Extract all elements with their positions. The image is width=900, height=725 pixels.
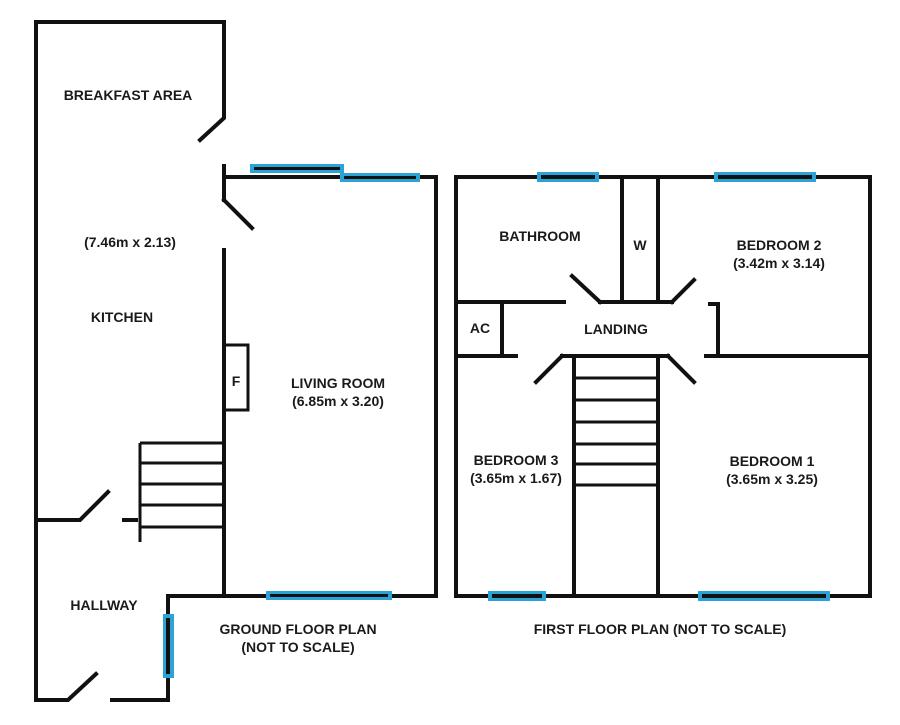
ground-floor-windows (163, 164, 420, 678)
living-room-dims: (6.85m x 3.20) (292, 393, 384, 409)
bedroom2-dims: (3.42m x 3.14) (733, 255, 825, 271)
first-floor-caption: FIRST FLOOR PLAN (NOT TO SCALE) (533, 621, 787, 637)
kitchen-outer-wall (34, 20, 226, 522)
landing-label: LANDING (584, 321, 648, 337)
bedroom1-door (665, 353, 697, 385)
bedroom2-door (669, 277, 697, 305)
living-room-label: LIVING ROOM (6.85m x 3.20) (291, 374, 385, 410)
kitchen-label: KITCHEN (90, 309, 154, 325)
fireplace-label: F (231, 373, 241, 389)
fireplace (222, 343, 250, 412)
bedroom3-label: BEDROOM 3 (3.65m x 1.67) (470, 451, 562, 487)
hallway-wall-left (34, 489, 111, 522)
ground-floor-stairs (138, 441, 224, 542)
hallway-label: HALLWAY (70, 597, 138, 613)
ground-floor-walls (34, 20, 438, 702)
ground-floor-caption-line2: (NOT TO SCALE) (241, 639, 355, 655)
airing-cupboard-wall (454, 300, 518, 358)
kitchen-door (221, 197, 255, 231)
bedroom1-name: BEDROOM 1 (729, 453, 815, 469)
airing-cupboard-label: AC (469, 320, 491, 336)
bathroom-door (569, 273, 603, 305)
bathroom-label: BATHROOM (499, 228, 581, 244)
hallway-outer-wall (34, 518, 99, 702)
bedroom3-dims: (3.65m x 1.67) (470, 470, 562, 486)
ground-floor-caption: GROUND FLOOR PLAN (NOT TO SCALE) (219, 620, 376, 656)
first-floor-windows (488, 172, 830, 601)
bedroom2-label: BEDROOM 2 (3.42m x 3.14) (733, 236, 825, 272)
first-floor-stairs (574, 376, 658, 487)
ground-floor-caption-line1: GROUND FLOOR PLAN (219, 621, 377, 637)
bedroom2-wall (708, 302, 872, 358)
bedroom3-door (533, 353, 565, 385)
bedroom1-label: BEDROOM 1 (3.65m x 3.25) (726, 452, 818, 488)
bedroom1-dims: (3.65m x 3.25) (726, 471, 818, 487)
bedroom2-name: BEDROOM 2 (736, 237, 822, 253)
wardrobe-label: W (633, 237, 647, 253)
first-floor-outer-wall (454, 175, 872, 598)
first-floor-walls (454, 175, 872, 598)
bedroom3-name: BEDROOM 3 (473, 452, 559, 468)
kitchen-dims-label: (7.46m x 2.13) (84, 234, 176, 250)
breakfast-area-label: BREAKFAST AREA (63, 87, 193, 103)
living-room-name: LIVING ROOM (290, 375, 386, 391)
